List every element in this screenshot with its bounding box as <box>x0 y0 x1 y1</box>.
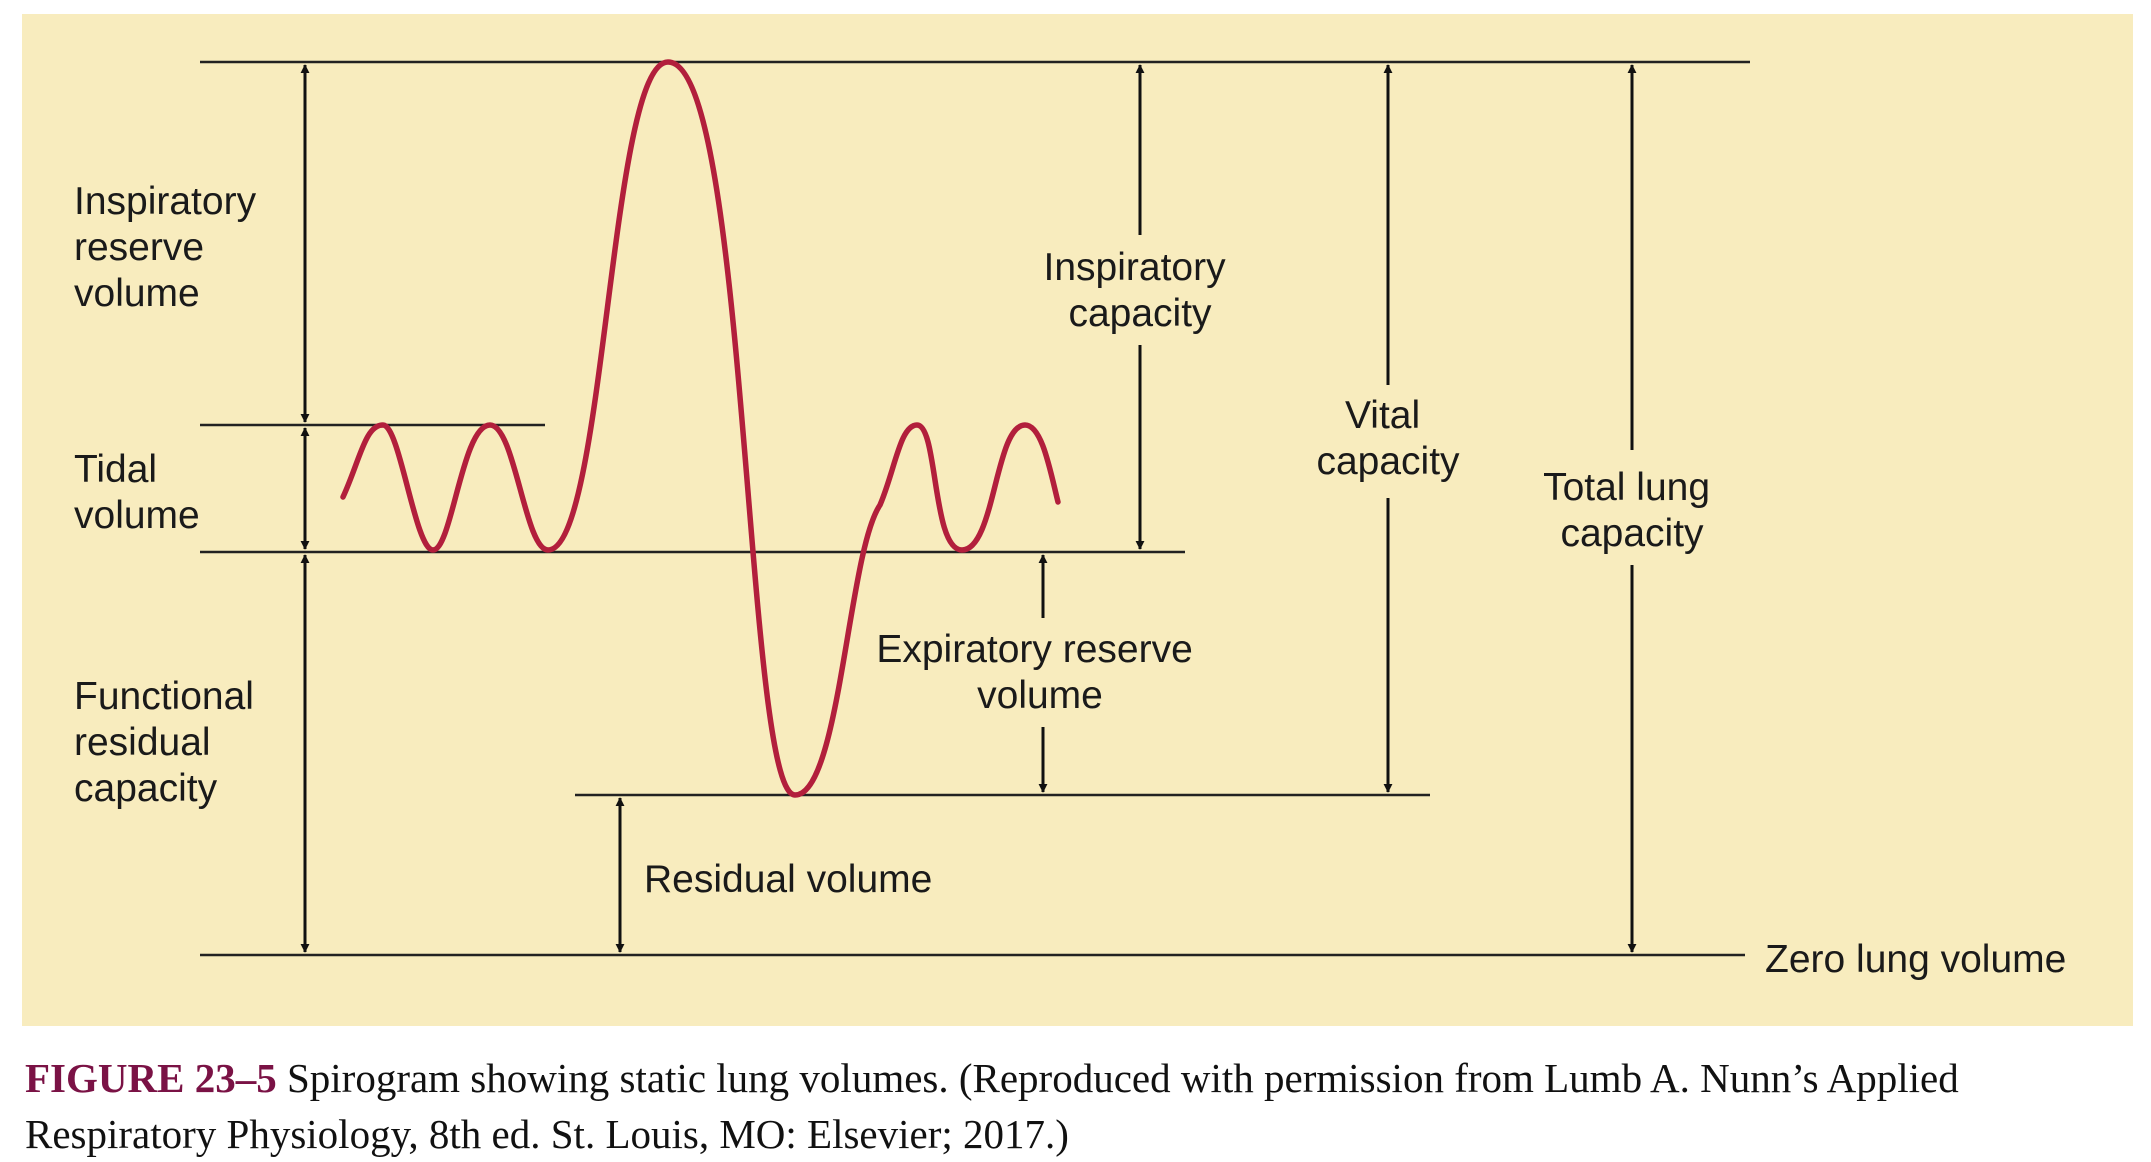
figure-panel <box>22 14 2133 1026</box>
zero-volume-label: Zero lung volume <box>1765 938 2066 981</box>
caption-text: Spirogram showing static lung volumes. (… <box>276 1055 1959 1101</box>
tlc-label: Total lung capacity <box>1543 466 1721 555</box>
irv-label: Inspiratory reserve volume <box>74 180 267 315</box>
spirogram-trace <box>340 59 1061 798</box>
erv-label: Expiratory reserve volume <box>876 628 1203 717</box>
frc-label: Functional residual capacity <box>74 675 265 810</box>
spirogram-diagram: Inspiratory reserve volume Tidal volume … <box>74 59 2066 981</box>
caption-line-1: FIGURE 23–5 Spirogram showing static lun… <box>25 1050 2135 1106</box>
figure-caption: FIGURE 23–5 Spirogram showing static lun… <box>25 1050 2135 1162</box>
tidal-volume-label: Tidal volume <box>74 448 200 537</box>
ic-label: Inspiratory capacity <box>1044 246 1237 335</box>
rv-label: Residual volume <box>644 858 932 901</box>
vc-label: Vital capacity <box>1316 394 1460 483</box>
caption-line-2: Respiratory Physiology, 8th ed. St. Loui… <box>25 1111 1069 1157</box>
caption-figure-number: FIGURE 23–5 <box>25 1055 277 1101</box>
